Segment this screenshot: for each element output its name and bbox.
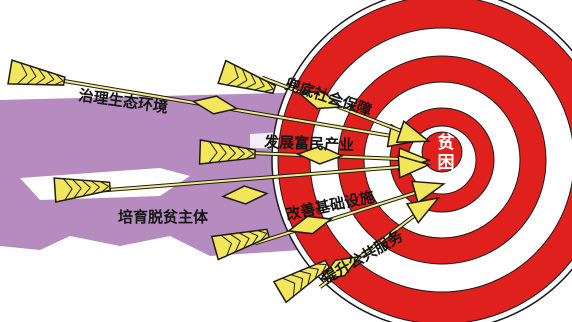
arrow-feather-stroke bbox=[292, 283, 296, 297]
arrow-feather-stroke bbox=[208, 152, 218, 164]
arrow-feather-stroke bbox=[239, 232, 250, 239]
arrow-shaft-fill bbox=[94, 164, 426, 192]
arrow-feather-stroke bbox=[46, 71, 55, 80]
arrow-feather-stroke bbox=[220, 234, 232, 244]
arrow-feather-stroke bbox=[299, 270, 311, 275]
arrow-feather-stroke bbox=[81, 179, 91, 188]
arrow-feather-stroke bbox=[35, 77, 46, 85]
arrow-feather-stroke bbox=[229, 233, 241, 242]
arrow-poverty-subject bbox=[53, 154, 432, 205]
arrow-feather-stroke bbox=[38, 68, 46, 79]
arrow-feather-stroke bbox=[251, 235, 259, 245]
arrow-feather-stroke bbox=[55, 73, 64, 82]
arrow-feather-stroke bbox=[234, 240, 241, 253]
arrow-fletching bbox=[7, 59, 66, 86]
arrow-feather-stroke bbox=[16, 74, 28, 85]
arrow-shaft-fill bbox=[254, 184, 441, 245]
arrow-feather-stroke bbox=[236, 153, 245, 161]
arrow-feather-stroke bbox=[236, 146, 245, 154]
arrow-feather-stroke bbox=[100, 185, 110, 193]
arrow-label-poverty-subject: 培育脱贫主体 bbox=[118, 208, 209, 226]
arrow-feather-stroke bbox=[307, 273, 312, 285]
arrow-feather-stroke bbox=[248, 231, 259, 237]
arrow-feather-stroke bbox=[245, 147, 255, 155]
arrow-feather-stroke bbox=[227, 144, 236, 154]
arrow-feather-stroke bbox=[73, 187, 82, 199]
arrow-infrastructure bbox=[210, 180, 446, 261]
arrowhead bbox=[395, 120, 431, 143]
arrow-public-service bbox=[272, 196, 441, 304]
arrow-feather-stroke bbox=[91, 186, 100, 195]
arrow-feather-stroke bbox=[90, 180, 100, 188]
arrow-diamond bbox=[191, 95, 239, 115]
arrow-feather-stroke bbox=[226, 152, 236, 162]
arrow-feather-stroke bbox=[282, 277, 295, 284]
arrow-feather-stroke bbox=[233, 64, 239, 78]
target-label-top: 贫 bbox=[437, 132, 456, 153]
arrow-fletching bbox=[217, 59, 277, 95]
arrow-fletching bbox=[210, 228, 270, 261]
arrow-feather-stroke bbox=[64, 188, 73, 201]
arrow-diamond bbox=[296, 145, 344, 165]
arrow-feather-stroke bbox=[250, 72, 257, 84]
arrow-feather-stroke bbox=[300, 278, 304, 291]
arrow-feather-stroke bbox=[217, 152, 227, 163]
arrowhead bbox=[397, 154, 432, 179]
arrow-feather-stroke bbox=[254, 85, 265, 91]
arrow-feather-stroke bbox=[290, 274, 303, 280]
arrow-diamond bbox=[297, 90, 343, 110]
arrowhead bbox=[410, 180, 446, 204]
arrow-feather-stroke bbox=[263, 88, 274, 93]
arrow-feather-stroke bbox=[257, 230, 267, 234]
arrow-feather-stroke bbox=[316, 263, 327, 266]
arrow-feather-stroke bbox=[72, 179, 82, 189]
arrow-feather-stroke bbox=[308, 267, 319, 270]
arrow-feather-stroke bbox=[236, 79, 248, 88]
arrow-feather-stroke bbox=[314, 269, 319, 280]
arrow-diamond bbox=[286, 215, 334, 235]
arrow-label-industry: 发展富民产业 bbox=[263, 133, 355, 154]
arrow-social-security bbox=[217, 59, 431, 143]
arrow-feather-stroke bbox=[243, 238, 250, 249]
arrowhead bbox=[405, 196, 441, 225]
arrow-feather-stroke bbox=[82, 187, 91, 197]
arrow-feather-stroke bbox=[245, 153, 255, 160]
arrow-feather-stroke bbox=[20, 62, 28, 76]
arrow-feather-stroke bbox=[226, 243, 232, 256]
arrow-feather-stroke bbox=[241, 68, 248, 81]
arrow-feather-stroke bbox=[63, 178, 73, 190]
arrows-group bbox=[7, 59, 446, 304]
arrow-ecology bbox=[7, 59, 422, 148]
arrow-feather-stroke bbox=[227, 77, 239, 86]
arrow-feather-stroke bbox=[100, 181, 109, 187]
arrow-feather-stroke bbox=[209, 141, 218, 153]
target-label-bottom: 困 bbox=[438, 153, 455, 173]
arrow-feather-stroke bbox=[26, 75, 37, 85]
arrow-feather-stroke bbox=[44, 78, 55, 86]
arrow-feather-stroke bbox=[54, 80, 64, 86]
arrow-feather-stroke bbox=[218, 143, 227, 154]
arrow-feather-stroke bbox=[29, 65, 37, 77]
arrow-feather-stroke bbox=[260, 233, 268, 242]
arrow-shaft-fill bbox=[261, 76, 426, 141]
arrow-feather-stroke bbox=[266, 81, 274, 90]
arrow-feather-stroke bbox=[258, 77, 265, 87]
arrow-diamond bbox=[221, 185, 269, 205]
arrow-feather-stroke bbox=[321, 264, 327, 274]
arrow-fletching bbox=[272, 259, 331, 304]
arrow-diamond bbox=[319, 255, 361, 281]
arrow-feather-stroke bbox=[245, 82, 256, 89]
